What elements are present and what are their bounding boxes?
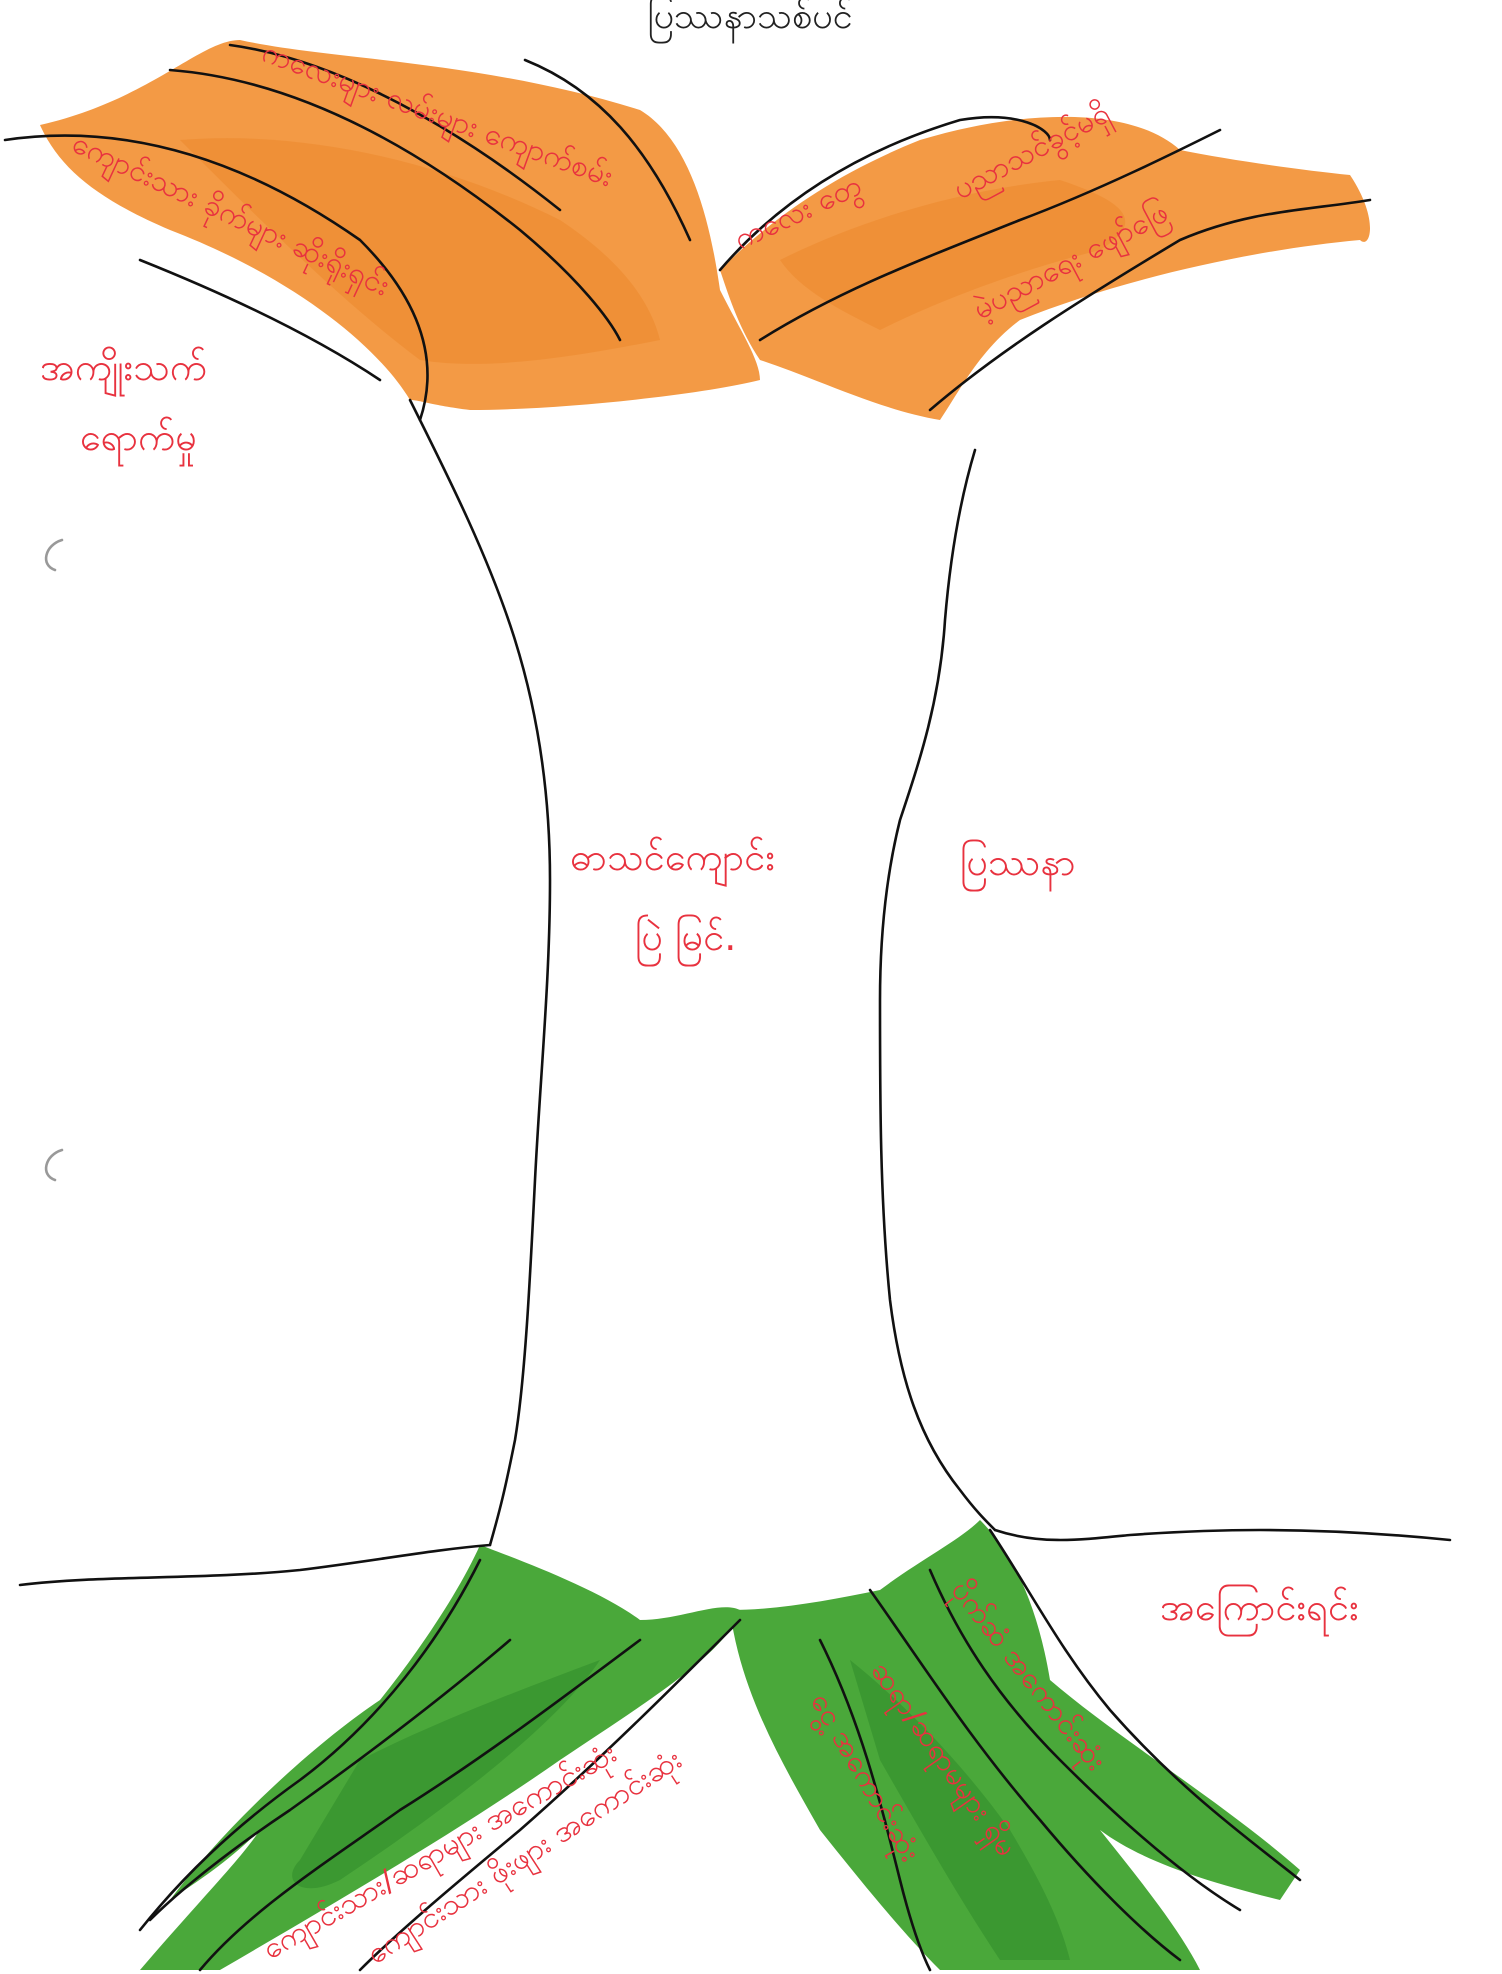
effects-label-line2: ရောက်မှု xyxy=(80,415,197,467)
causes-label: အကြောင်းရင်း xyxy=(1160,1585,1359,1637)
trunk-right-outline xyxy=(880,450,995,1530)
trunk-center-line1: ဓာသင်ကျောင်း xyxy=(570,835,775,887)
binder-hole-top xyxy=(46,540,62,570)
binder-hole-bottom xyxy=(46,1150,62,1180)
problem-label: ပြဿနာ xyxy=(960,840,1076,892)
trunk-left-outline xyxy=(410,400,550,1545)
trunk-center-line2: ပြဲ မြင်. xyxy=(635,915,736,967)
ground-line-left xyxy=(20,1545,490,1585)
diagram-title: ပြဿနာသစ်ပင် xyxy=(647,0,852,44)
ground-line-right xyxy=(995,1530,1450,1540)
effects-label-line1: အကျိုးသက် xyxy=(40,345,207,397)
